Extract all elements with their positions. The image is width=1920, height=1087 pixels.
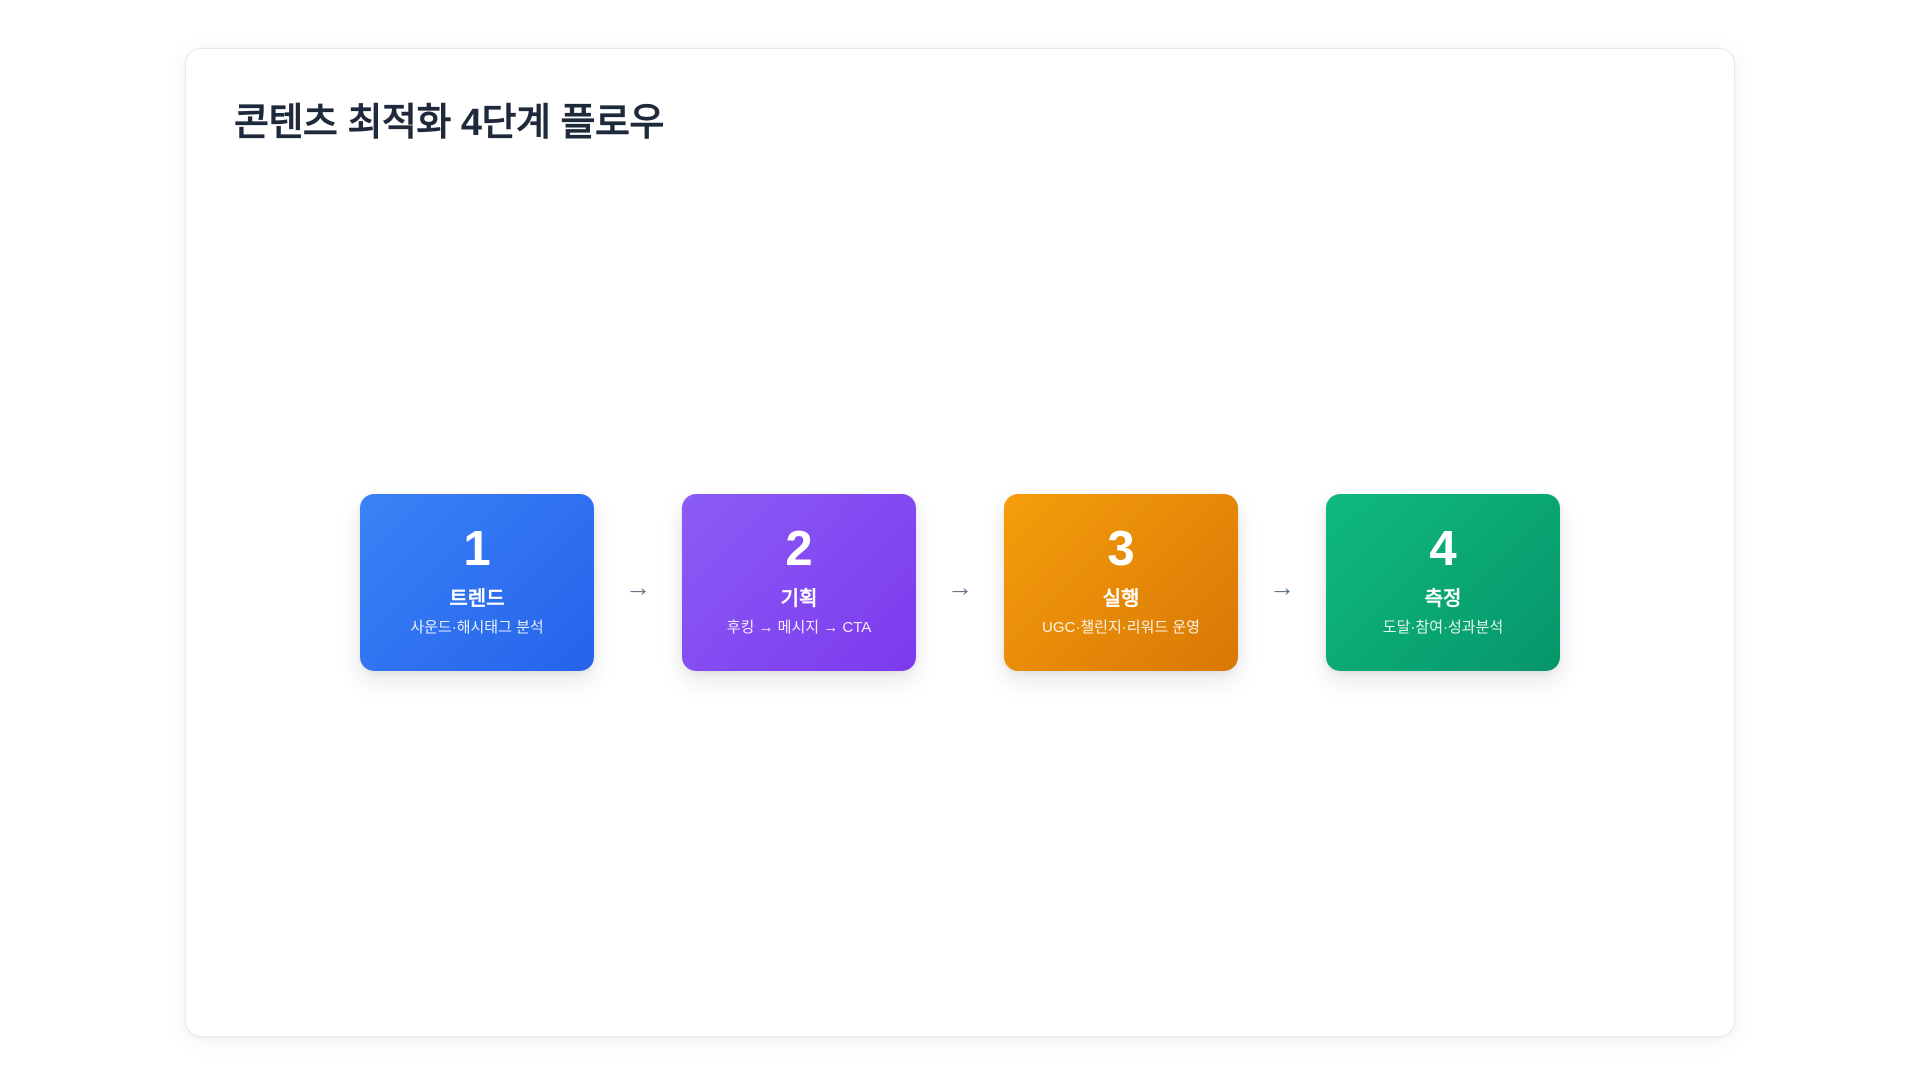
arrow-right-icon: → [1269, 571, 1295, 602]
step-title: 실행 [1102, 588, 1140, 610]
step-number: 1 [463, 522, 491, 576]
step-number: 3 [1107, 522, 1135, 576]
step-card-execution[interactable]: 3 실행 UGC·챌린지·리워드 운영 [1004, 494, 1238, 671]
step-title: 트렌드 [449, 588, 505, 610]
arrow-right-icon: → [625, 571, 651, 602]
step-card-trend[interactable]: 1 트렌드 사운드·해시태그 분석 [360, 494, 594, 671]
page-title: 콘텐츠 최적화 4단계 플로우 [234, 102, 664, 144]
step-number: 4 [1429, 522, 1457, 576]
step-description: 사운드·해시태그 분석 [410, 619, 544, 636]
step-description: UGC·챌린지·리워드 운영 [1042, 619, 1200, 636]
flow-panel: 콘텐츠 최적화 4단계 플로우 1 트렌드 사운드·해시태그 분석 → 2 기획… [185, 48, 1735, 1037]
arrow-right-icon: → [947, 571, 973, 602]
step-title: 기획 [780, 588, 818, 610]
step-description: 후킹 → 메시지 → CTA [726, 619, 872, 636]
step-card-planning[interactable]: 2 기획 후킹 → 메시지 → CTA [682, 494, 916, 671]
step-number: 2 [785, 522, 813, 576]
step-title: 측정 [1424, 588, 1462, 610]
step-card-measurement[interactable]: 4 측정 도달·참여·성과분석 [1326, 494, 1560, 671]
step-description: 도달·참여·성과분석 [1382, 619, 1504, 636]
step-flow: 1 트렌드 사운드·해시태그 분석 → 2 기획 후킹 → 메시지 → CTA … [186, 494, 1734, 671]
